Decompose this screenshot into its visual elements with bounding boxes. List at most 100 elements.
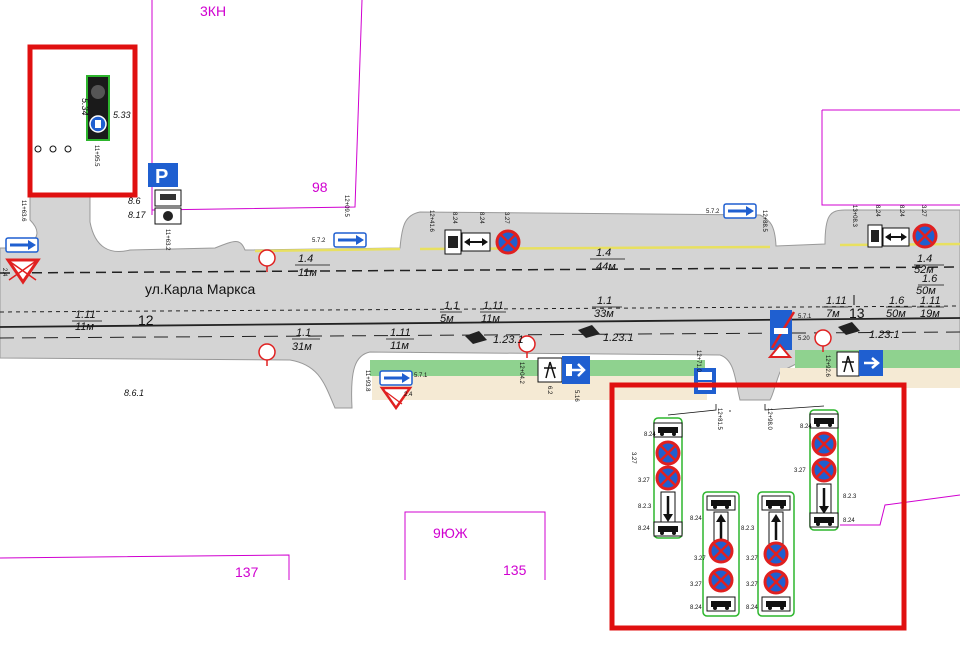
label-8-17: 8.17: [128, 210, 147, 220]
mark-1-23-1: 1.23.1: [493, 334, 524, 346]
mark-1-4: 1.4: [298, 253, 313, 265]
label-5-7-2: 5.7.2: [706, 209, 720, 215]
label-2-4-left: 2.4: [1, 268, 7, 277]
chainage-11-93-8: 11+93.8: [364, 370, 370, 392]
no-stopping-cluster-12-41: 12+41.6 8.24 8.24 3.27: [428, 210, 521, 255]
label-2-4: 2.4: [404, 392, 413, 398]
label-5-20: 5.20: [798, 336, 810, 342]
direction-sign-12-88: 5.7.2 12+88.5: [706, 202, 767, 233]
label-8-24: 8.24: [478, 212, 484, 224]
km-post-12: 12: [138, 312, 154, 328]
chainage-11-63-6: 11+63.6: [20, 200, 26, 222]
dist-33m: 33м: [594, 308, 614, 320]
dist-44m: 44м: [596, 261, 616, 273]
mark-1-11: 1.11: [483, 300, 504, 312]
label-8-24: 8.24: [800, 424, 812, 430]
label-5-7-1: 5.7.1: [798, 314, 812, 320]
label-5-33: 5.33: [113, 110, 131, 120]
road-markings: [0, 266, 960, 339]
dist-31m: 31м: [292, 341, 312, 353]
chainage-12-04-2: 12+04.2: [518, 362, 524, 385]
block-label-135: 135: [503, 562, 527, 578]
chainage-11-95-5: 11+95.5: [93, 145, 99, 167]
mark-1-6: 1.6: [922, 273, 938, 285]
label-3-27: 3.27: [503, 212, 509, 224]
label-3-27: 3.27: [638, 478, 650, 484]
mark-1-1: 1.1: [597, 295, 612, 307]
signal-markers: [258, 249, 832, 366]
mark-1-11: 1.11: [75, 309, 96, 321]
dist-50m: 50м: [886, 308, 906, 320]
block-label-137: 137: [235, 564, 259, 580]
label-8-2-3: 8.2.3: [638, 504, 652, 510]
label-5-16: 5.16: [573, 390, 579, 402]
mark-1-1: 1.1: [444, 300, 459, 312]
label-8-2-3: 8.2.3: [843, 494, 857, 500]
mark-1-1: 1.1: [296, 327, 311, 339]
no-stopping-cluster-13-08: 13+08.3 8.24 8.24 3.27: [851, 205, 938, 249]
sign-group-5-20: 5.20 5.7.1: [767, 310, 812, 358]
label-8-24: 8.24: [690, 605, 702, 611]
detail-post-4: 3.27 3.27 8.24: [746, 491, 795, 617]
pedestrian-signal: 5.34 5.33 11+95.5: [80, 75, 131, 167]
dist-11m: 11м: [390, 340, 409, 352]
dist-50m: 50м: [916, 285, 936, 297]
mark-1-4: 1.4: [596, 247, 611, 259]
chainage-12-71-0: 12+71.0: [695, 350, 701, 373]
label-8-24: 8.24: [644, 432, 656, 438]
mark-1-23-1: 1.23.1: [869, 329, 900, 341]
label-8-6: 8.6: [128, 196, 141, 206]
label-3-27: 3.27: [694, 556, 706, 562]
code-8-6-1: 8.6.1: [124, 388, 144, 398]
label-6-2: 6.2: [546, 386, 552, 395]
label-8-24: 8.24: [898, 205, 904, 217]
chainage-12-98-0: 12+98.0: [766, 408, 772, 431]
chainage-13-08-3: 13+08.3: [851, 205, 857, 228]
detail-post-2: 8.24 3.27 8.2.3 8.24: [794, 409, 857, 531]
mark-1-23-1: 1.23.1: [603, 332, 634, 344]
block-label-3kn: 3КН: [200, 3, 226, 19]
highlight-box-bottom-right: [609, 382, 907, 631]
left-edge-signs: 11+63.6 2.4: [1, 200, 41, 285]
detail-post-1: 8.24 3.27 3.27 8.2.3 8.24: [630, 417, 683, 539]
label-3-27: 3.27: [794, 468, 806, 474]
label-3-27: 3.27: [630, 452, 636, 464]
label-5-7-1: 5.7.1: [414, 373, 428, 379]
label-3-27: 3.27: [746, 582, 758, 588]
sign-group-11-93: 11+93.8 5.7.1 2.4: [364, 369, 428, 411]
label-8-24: 8.24: [638, 526, 650, 532]
marking-labels: 1.4 11м 1.4 44м 1.11 11м 1.1 31м 1.11 11…: [72, 247, 944, 353]
dist-7m: 7м: [826, 308, 840, 320]
dist-19m: 19м: [920, 308, 940, 320]
dist-11m: 11м: [75, 321, 94, 333]
street-name: ул.Карла Маркса: [145, 281, 256, 297]
block-label-98: 98: [312, 179, 328, 195]
mark-1-11: 1.11: [826, 295, 847, 307]
dist-5m: 5м: [440, 313, 454, 325]
sign-group-12-04: 12+04.2 6.2 5.16: [518, 356, 590, 402]
chainage-12-09-5: 12+09.5: [343, 195, 349, 218]
label-8-24: 8.24: [451, 212, 457, 224]
label-8-24: 8.24: [874, 205, 880, 217]
chainage-12-88-5: 12+88.5: [761, 210, 767, 233]
parking-sign: P 8.6 8.17 11+63.2: [128, 163, 182, 251]
km-post-13: 13: [849, 305, 865, 321]
label-3-27: 3.27: [690, 582, 702, 588]
mark-1-4: 1.4: [917, 253, 932, 265]
chainage-12-81-5: 12+81.5: [716, 408, 722, 431]
detail-post-3: 8.24 3.27 3.27 8.24 8.2.3: [690, 491, 755, 617]
dist-52m: 52м: [914, 264, 934, 276]
dist-11m: 11м: [298, 267, 317, 279]
leader-lines: [667, 404, 825, 416]
mark-1-6: 1.6: [889, 295, 905, 307]
dist-11m: 11м: [481, 313, 500, 325]
trail-dots: [34, 145, 72, 153]
chainage-11-63-2: 11+63.2: [164, 229, 170, 251]
chainage-12-92-6: 12+92.6: [824, 355, 830, 378]
chainage-12-41-6: 12+41.6: [428, 210, 434, 233]
label-5-34: 5.34: [80, 98, 90, 116]
label-8-24: 8.24: [843, 518, 855, 524]
label-5-7-2: 5.7.2: [312, 238, 326, 244]
